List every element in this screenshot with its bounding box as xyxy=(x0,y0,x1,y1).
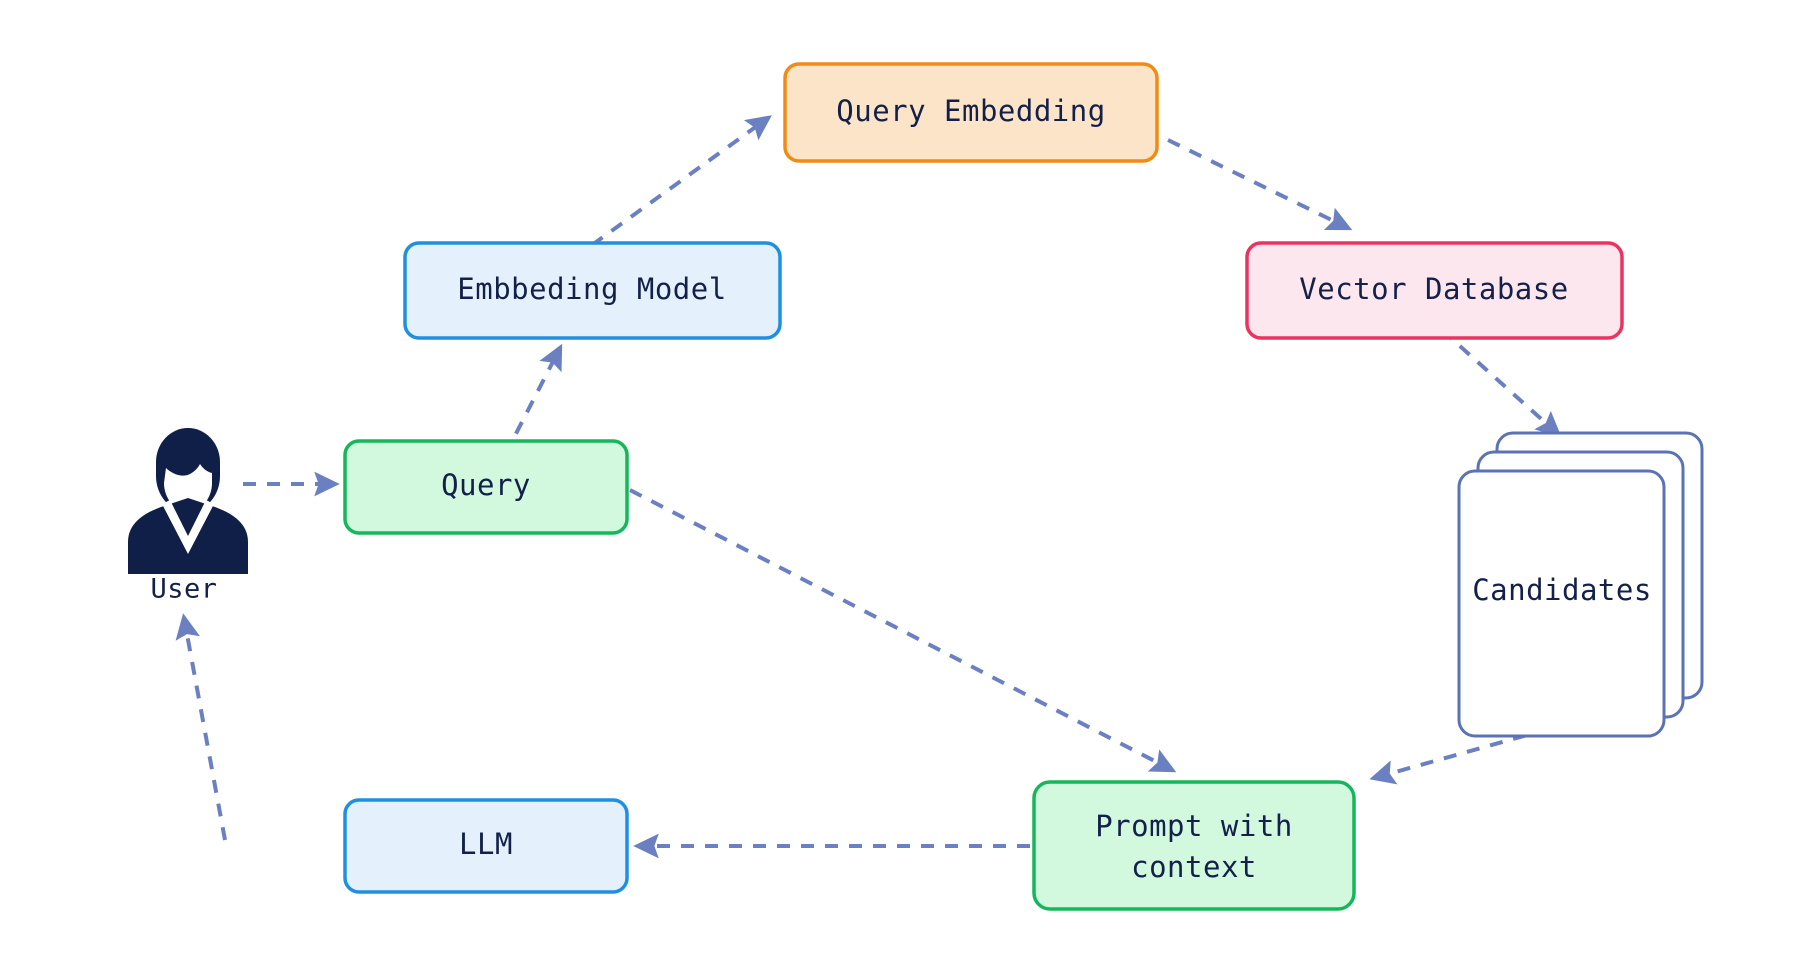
node-prompt-with-context[interactable]: Prompt with context xyxy=(1032,780,1356,911)
vector-database-label: Vector Database xyxy=(1299,272,1568,306)
query-label: Query xyxy=(441,468,531,502)
query-embedding-box[interactable] xyxy=(783,62,1159,163)
edge-layer xyxy=(175,115,1596,859)
embedding-model-box[interactable] xyxy=(403,241,782,340)
node-vector-database[interactable]: Vector Database xyxy=(1245,241,1624,340)
node-llm[interactable]: LLM xyxy=(343,798,629,894)
edge-vector-database-to-candidates xyxy=(1440,328,1562,438)
vector-database-box[interactable] xyxy=(1245,241,1624,340)
embedding-model-label: Embbeding Model xyxy=(457,272,726,306)
edge-query-embedding-to-vector-database xyxy=(1167,138,1353,231)
user-avatar-icon xyxy=(128,428,248,574)
llm-label: LLM xyxy=(459,827,513,861)
query-box[interactable] xyxy=(343,439,629,535)
prompt-with-context-label-line-2: context xyxy=(1131,850,1257,884)
edge-query-to-embedding-model xyxy=(503,343,563,456)
node-query-embedding[interactable]: Query Embedding xyxy=(783,62,1159,163)
prompt-with-context-box[interactable] xyxy=(1032,780,1356,911)
llm-box[interactable] xyxy=(343,798,629,894)
node-candidates[interactable]: Candidates xyxy=(1457,431,1704,738)
edge-llm-to-user xyxy=(175,613,227,841)
edge-embedding-model-to-query-embedding xyxy=(590,115,772,247)
edge-query-to-prompt-with-context xyxy=(629,488,1177,773)
node-embedding-model[interactable]: Embbeding Model xyxy=(403,241,782,340)
candidates-label: Candidates xyxy=(1472,573,1652,607)
query-embedding-label: Query Embedding xyxy=(836,94,1105,128)
candidates-stack-card-front[interactable] xyxy=(1457,469,1666,738)
node-query[interactable]: Query xyxy=(343,439,629,535)
user-caption-label: User xyxy=(150,574,217,605)
prompt-with-context-label-line-1: Prompt with xyxy=(1095,809,1293,843)
